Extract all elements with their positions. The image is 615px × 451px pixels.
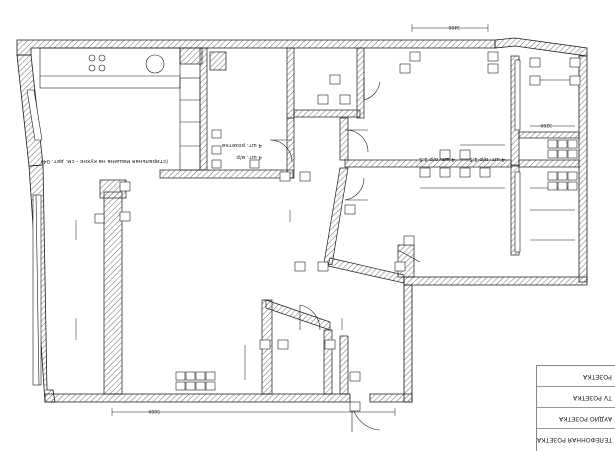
wall-bottom-left xyxy=(44,393,351,403)
kitchen-tall-unit xyxy=(179,77,201,171)
wall-top-right xyxy=(494,37,588,57)
windows xyxy=(26,59,521,386)
wall-closet-split xyxy=(518,131,580,139)
wall-bottom-step xyxy=(403,276,588,286)
wall-utility-right xyxy=(323,329,333,395)
stove-burner xyxy=(88,54,96,62)
wall-right-lower xyxy=(403,284,413,403)
wall-closet-right xyxy=(339,335,349,395)
kitchen-fixtures xyxy=(39,47,201,171)
legend-label: РОЗЕТКА xyxy=(583,373,612,380)
wall-closet2-split xyxy=(518,159,580,168)
socket-group xyxy=(399,51,581,86)
hall-note-2: 4 шт. в/р 1.5 xyxy=(418,156,455,162)
annotations: (стиральная машина на кухне - см. дет. 0… xyxy=(41,24,552,414)
dimension-bottom: 5000 xyxy=(148,408,160,414)
socket-group-bedroom xyxy=(419,149,491,178)
wall-bath-right-low xyxy=(286,117,295,179)
socket-cluster-closet2 xyxy=(547,171,578,191)
window-closet2 xyxy=(514,171,521,253)
wall-top xyxy=(16,39,496,56)
stove-burner xyxy=(98,54,106,62)
legend-row-socket: РОЗЕТКА xyxy=(537,366,615,387)
door-swing-wc xyxy=(363,78,381,101)
interior-walls xyxy=(99,47,580,395)
legend-label: ТЕЛЕФОННАЯ РОЗЕТКА xyxy=(536,436,612,443)
legend-row-audio-socket: АУДИО РОЗЕТКА xyxy=(537,408,615,429)
wall-utility-top xyxy=(265,299,331,331)
wall-wc xyxy=(293,109,361,118)
door-swing-bed xyxy=(344,129,369,153)
wall-diagonal xyxy=(323,167,349,266)
door-swing-room2 xyxy=(344,177,368,201)
socket-group-bath xyxy=(211,129,260,169)
wall-bath-right xyxy=(286,47,295,119)
stove-burner xyxy=(98,64,106,72)
sink-bowl xyxy=(145,54,165,74)
legend-label: TV РОЗЕТКА xyxy=(573,394,612,401)
bath-note-1: 4 шт. розетка xyxy=(222,142,262,148)
window-closet1 xyxy=(514,59,521,131)
dimension-lines xyxy=(75,24,575,416)
window-living xyxy=(32,194,42,386)
stove-burner xyxy=(88,64,96,72)
socket-group-living xyxy=(94,171,415,412)
socket-symbols xyxy=(94,51,581,412)
wall-room2-stub xyxy=(397,244,415,278)
wall-wc-right xyxy=(356,47,365,119)
legend-label: АУДИО РОЗЕТКА xyxy=(558,415,612,422)
wall-right xyxy=(578,55,588,283)
column-kitchen xyxy=(179,47,203,65)
wall-kitchen-bottom xyxy=(159,169,294,179)
column-living xyxy=(103,191,123,395)
door-swings xyxy=(269,78,421,432)
hall-note-1: 4 шт. в/р 1.5 xyxy=(468,156,505,162)
door-swing-utility xyxy=(299,304,321,331)
kitchen-note: (стиральная машина на кухне - см. дет. 0… xyxy=(41,158,168,164)
wall-corridor xyxy=(339,117,349,161)
bath-note-2: 4 шт. в/р xyxy=(236,154,262,160)
socket-group-wc xyxy=(317,74,351,105)
legend-row-phone-socket: ТЕЛЕФОННАЯ РОЗЕТКА xyxy=(537,429,615,449)
wall-kitchen-bath xyxy=(199,47,208,171)
socket-cluster-bottom xyxy=(175,371,216,391)
dimension-top-1: 3400 xyxy=(448,24,460,30)
kitchen-counter xyxy=(39,47,181,89)
socket-cluster-closet1 xyxy=(547,139,578,159)
column-small xyxy=(209,51,227,71)
legend-row-tv-socket: TV РОЗЕТКА xyxy=(537,387,615,408)
window-kitchen xyxy=(26,89,43,141)
door-swing-bath xyxy=(269,139,293,163)
door-swing-room2b xyxy=(397,249,421,263)
dimension-top-2: 3200 xyxy=(540,122,552,128)
wall-room2-bottom xyxy=(327,257,405,284)
legend-table: РОЗЕТКА TV РОЗЕТКА АУДИО РОЗЕТКА ТЕЛЕФОН… xyxy=(536,365,615,451)
